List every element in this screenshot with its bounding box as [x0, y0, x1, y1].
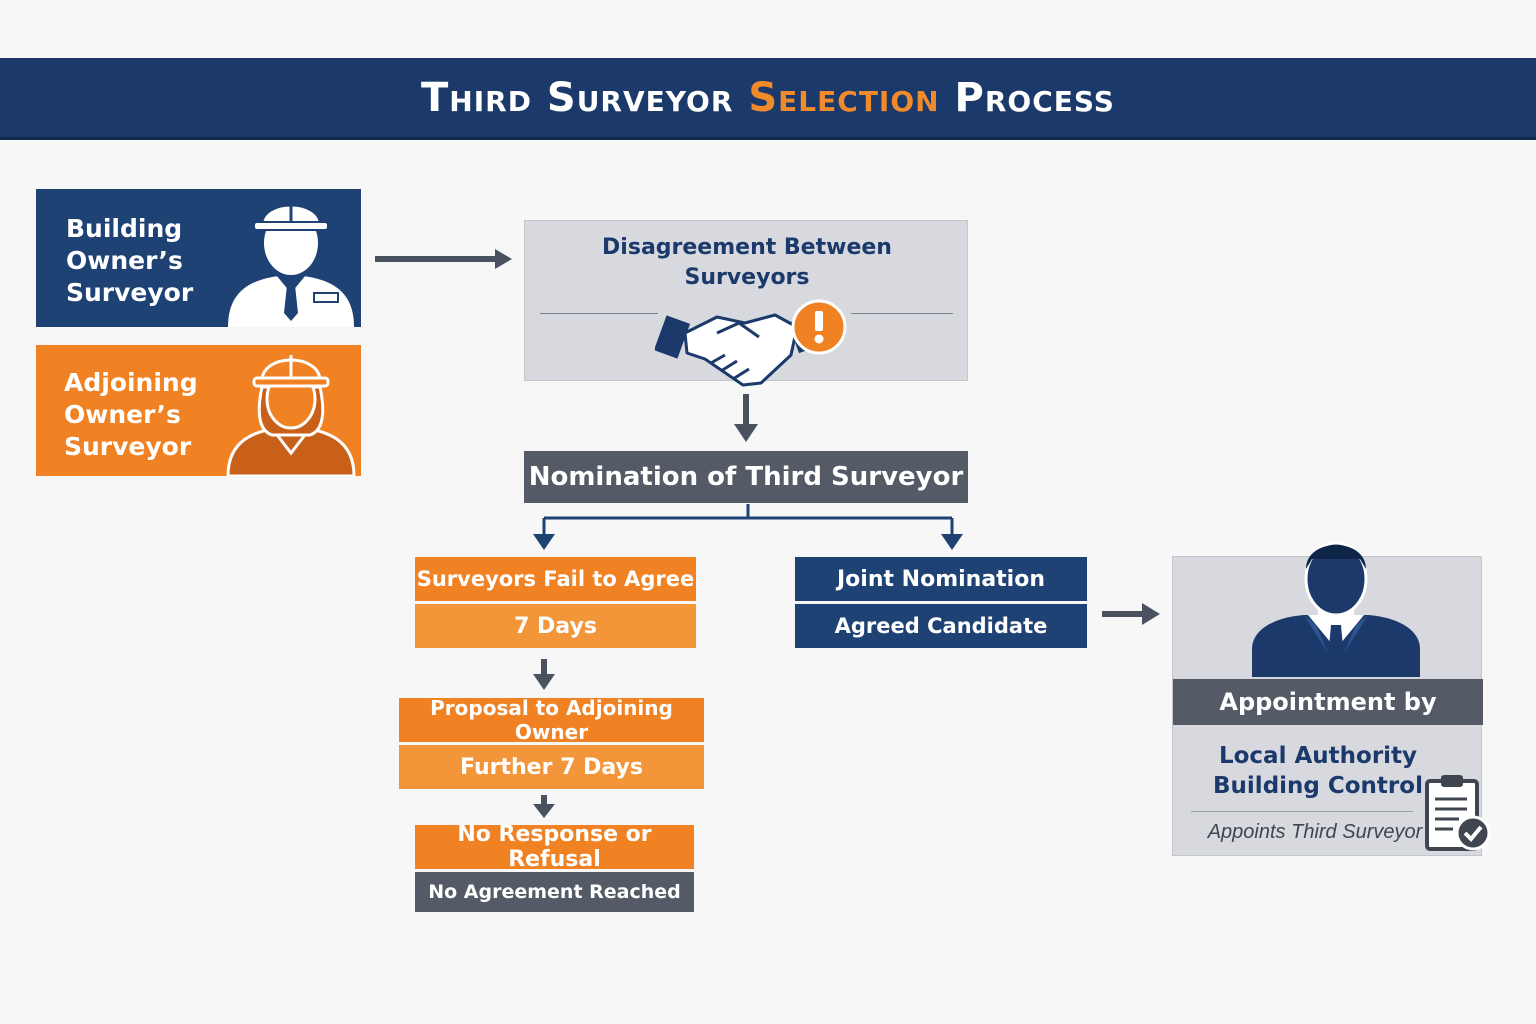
title-part-2-accent: Selection	[748, 74, 940, 121]
adjoining-owner-surveyor-card: Adjoining Owner’s Surveyor	[36, 345, 361, 476]
proposal-to-adjoining-owner: Proposal to Adjoining Owner	[399, 696, 704, 744]
nomination-of-third-surveyor: Nomination of Third Surveyor	[524, 451, 968, 503]
local-authority-building-control: Local Authority Building Control	[1213, 743, 1423, 799]
clipboard-check-icon	[1425, 775, 1491, 851]
title-part-3: Process	[954, 74, 1115, 121]
appointment-divider	[1191, 811, 1413, 812]
male-engineer-icon	[228, 201, 354, 327]
joint-nomination: Joint Nomination	[795, 557, 1087, 601]
appoints-third-surveyor-note: Appoints Third Surveyor	[1207, 821, 1423, 843]
page-title: Third Surveyor Selection Process	[421, 75, 1115, 121]
appointment-by-header: Appointment by	[1173, 679, 1483, 725]
building-owner-surveyor-label: Building Owner’s Surveyor	[66, 214, 194, 307]
building-owner-surveyor-card: Building Owner’s Surveyor	[36, 189, 361, 327]
seven-days-period: 7 Days	[415, 604, 696, 648]
surveyors-fail-to-agree: Surveyors Fail to Agree	[415, 557, 696, 601]
no-agreement-reached: No Agreement Reached	[415, 872, 694, 912]
title-part-1: Third Surveyor	[421, 74, 734, 121]
title-bar: Third Surveyor Selection Process	[0, 58, 1536, 140]
adjoining-owner-surveyor-label: Adjoining Owner’s Surveyor	[64, 368, 198, 461]
agreed-candidate: Agreed Candidate	[795, 604, 1087, 648]
no-response-or-refusal: No Response or Refusal	[415, 822, 694, 872]
appointment-panel: Appointment by Local Authority Building …	[1172, 541, 1491, 856]
disagreement-label: Disagreement Between Surveyors	[602, 235, 892, 290]
divider-right	[851, 313, 953, 314]
official-person-icon	[1252, 541, 1420, 677]
female-engineer-icon	[226, 355, 356, 476]
handshake-alert-icon	[655, 299, 847, 387]
further-seven-days-period: Further 7 Days	[399, 745, 704, 789]
divider-left	[540, 313, 658, 314]
disagreement-panel: Disagreement Between Surveyors	[524, 220, 968, 387]
